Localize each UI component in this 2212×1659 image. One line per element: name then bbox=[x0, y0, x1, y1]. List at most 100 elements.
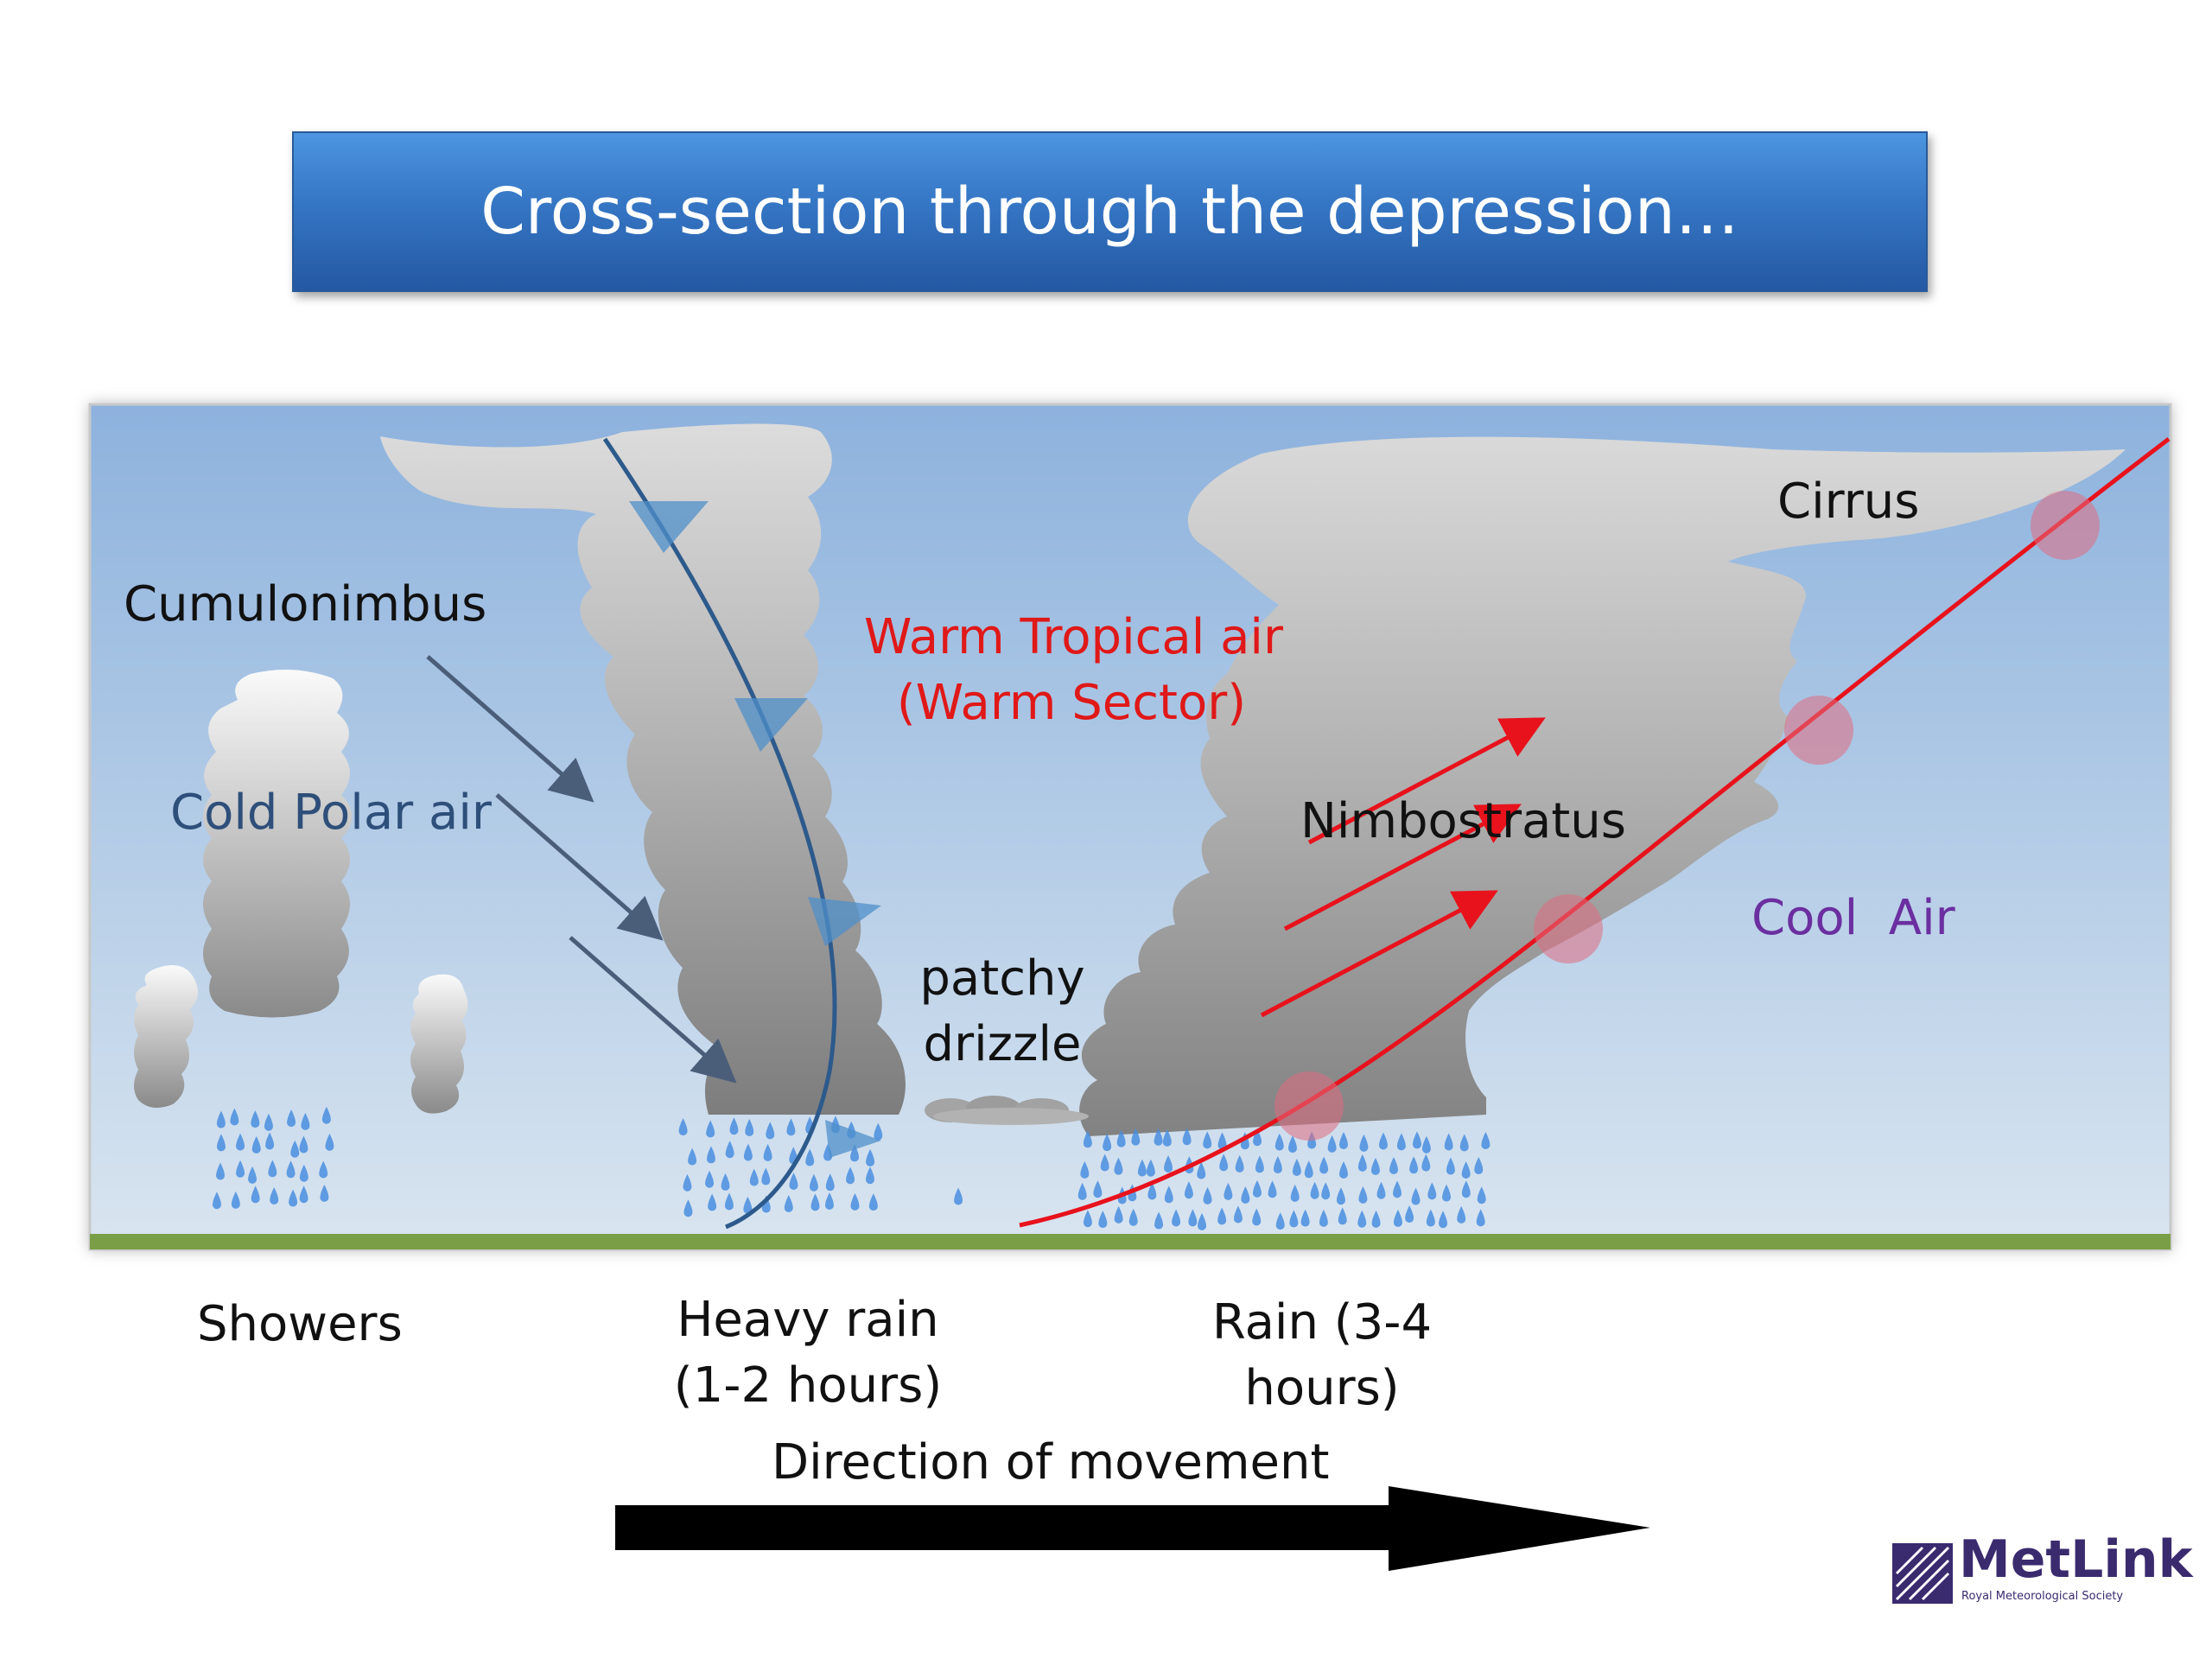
rain-drop bbox=[724, 1192, 734, 1211]
rain-drop bbox=[1290, 1184, 1300, 1202]
drizzle-line: drizzle bbox=[923, 1015, 1082, 1072]
rain-drop bbox=[286, 1160, 296, 1179]
rain-drop bbox=[743, 1196, 753, 1214]
rain-drop bbox=[1275, 1212, 1285, 1230]
patchy-drizzle-label: patchy drizzle bbox=[907, 946, 1097, 1077]
rain-drop bbox=[1154, 1211, 1164, 1230]
rain-drop bbox=[1203, 1186, 1212, 1205]
rain-drop bbox=[1154, 1128, 1163, 1146]
rain-drop bbox=[743, 1143, 753, 1161]
rain-drop bbox=[268, 1160, 277, 1178]
rain-drop bbox=[1376, 1181, 1386, 1199]
rain-drop bbox=[1224, 1182, 1233, 1200]
rain-drop bbox=[320, 1184, 329, 1202]
rain-drop bbox=[1426, 1209, 1435, 1227]
rain-drop bbox=[251, 1110, 260, 1128]
rain-drop bbox=[729, 1117, 739, 1135]
rain-drop bbox=[1252, 1179, 1262, 1198]
rain-drop bbox=[1405, 1205, 1414, 1224]
rain-drop bbox=[290, 1140, 300, 1158]
rain-drop bbox=[1114, 1205, 1123, 1224]
rain-drop bbox=[1338, 1131, 1348, 1149]
rain-drop bbox=[1371, 1210, 1381, 1228]
rain-drop bbox=[299, 1135, 308, 1154]
rain-drop bbox=[264, 1113, 273, 1131]
rain-drop bbox=[824, 1192, 834, 1211]
rain-drop bbox=[1241, 1186, 1250, 1205]
rain-drop bbox=[868, 1193, 878, 1211]
rain-drop bbox=[1203, 1131, 1212, 1149]
rain-drop bbox=[1378, 1132, 1388, 1150]
cold-front-line bbox=[602, 437, 837, 1230]
nimbostratus-label: Nimbostratus bbox=[1300, 793, 1626, 849]
rain-drop bbox=[784, 1194, 793, 1212]
rain-drop bbox=[230, 1108, 239, 1126]
rain-drop bbox=[1409, 1156, 1419, 1174]
rain-drop bbox=[216, 1162, 226, 1180]
rain-drop bbox=[1083, 1130, 1092, 1148]
rain-drop bbox=[1083, 1210, 1092, 1228]
rain-drop bbox=[1128, 1208, 1138, 1226]
rain-drop bbox=[1253, 1128, 1262, 1147]
rain-drop bbox=[846, 1166, 855, 1185]
rain-drop bbox=[1182, 1128, 1192, 1146]
rain-drop bbox=[1184, 1181, 1193, 1199]
rain-drop bbox=[1476, 1209, 1485, 1227]
rain-drop bbox=[1304, 1160, 1313, 1179]
rain-drop bbox=[1336, 1187, 1345, 1205]
rain-drop bbox=[287, 1109, 296, 1128]
rain-drop bbox=[1131, 1128, 1141, 1146]
shower-clouds bbox=[134, 670, 468, 1114]
rain-drop bbox=[1292, 1158, 1301, 1176]
rain-drop bbox=[761, 1167, 771, 1185]
metlink-logo: MetLink Royal Meteorological Society bbox=[1892, 1529, 2193, 1609]
rain-drop bbox=[212, 1192, 221, 1210]
rain-drop bbox=[1172, 1209, 1181, 1227]
rain-drop bbox=[1235, 1154, 1244, 1173]
rain-drop bbox=[1412, 1131, 1421, 1149]
rain-drop bbox=[1427, 1182, 1437, 1200]
rain-drop bbox=[1474, 1157, 1484, 1175]
rain-drop bbox=[299, 1164, 308, 1182]
rain-drop bbox=[1274, 1133, 1284, 1151]
rain-drop bbox=[786, 1118, 796, 1136]
rain-drop bbox=[1457, 1205, 1466, 1224]
rain-drop bbox=[825, 1173, 835, 1192]
rain-drop bbox=[1162, 1128, 1172, 1147]
rain-drop bbox=[706, 1146, 715, 1164]
cumulonimbus-cloud bbox=[380, 423, 906, 1115]
cumulonimbus-label: Cumulonimbus bbox=[124, 576, 487, 632]
warm-front-semicircles bbox=[1274, 491, 2100, 1141]
rain-drop bbox=[1411, 1187, 1421, 1205]
rain-drop bbox=[705, 1170, 715, 1188]
heavy-rain-line2: (1-2 hours) bbox=[673, 1357, 943, 1414]
rain-drop bbox=[1444, 1133, 1453, 1151]
title-bar: Cross-section through the depression… bbox=[292, 131, 1928, 292]
rain-drop bbox=[708, 1193, 717, 1211]
rain-drop bbox=[1370, 1157, 1380, 1175]
cold-air-arrows bbox=[426, 655, 737, 1084]
rain-drop bbox=[865, 1166, 874, 1185]
rain-drop bbox=[678, 1118, 688, 1136]
rain-drop bbox=[1198, 1212, 1207, 1230]
rain-drop bbox=[1233, 1205, 1243, 1224]
page-title: Cross-section through the depression… bbox=[480, 175, 1739, 249]
rain-drop bbox=[1358, 1185, 1368, 1204]
rain-drop bbox=[1197, 1161, 1206, 1179]
rain-drop bbox=[1393, 1209, 1402, 1227]
rain-drop bbox=[216, 1134, 226, 1152]
rain-drop bbox=[1289, 1210, 1299, 1228]
rain-drop bbox=[1116, 1129, 1126, 1147]
rain-drop bbox=[321, 1106, 331, 1124]
rain-drop bbox=[789, 1172, 798, 1190]
rain-drop bbox=[1359, 1134, 1369, 1152]
rain-drop bbox=[1396, 1133, 1406, 1151]
ground-strip bbox=[90, 1234, 2171, 1249]
rain-drop bbox=[1273, 1156, 1282, 1174]
rain-drop bbox=[805, 1148, 815, 1166]
rain-drop bbox=[236, 1160, 245, 1178]
rain-drop bbox=[1240, 1132, 1249, 1150]
rain-drop bbox=[1477, 1186, 1486, 1205]
rain-drop bbox=[1252, 1208, 1262, 1226]
direction-arrow bbox=[615, 1486, 1650, 1571]
